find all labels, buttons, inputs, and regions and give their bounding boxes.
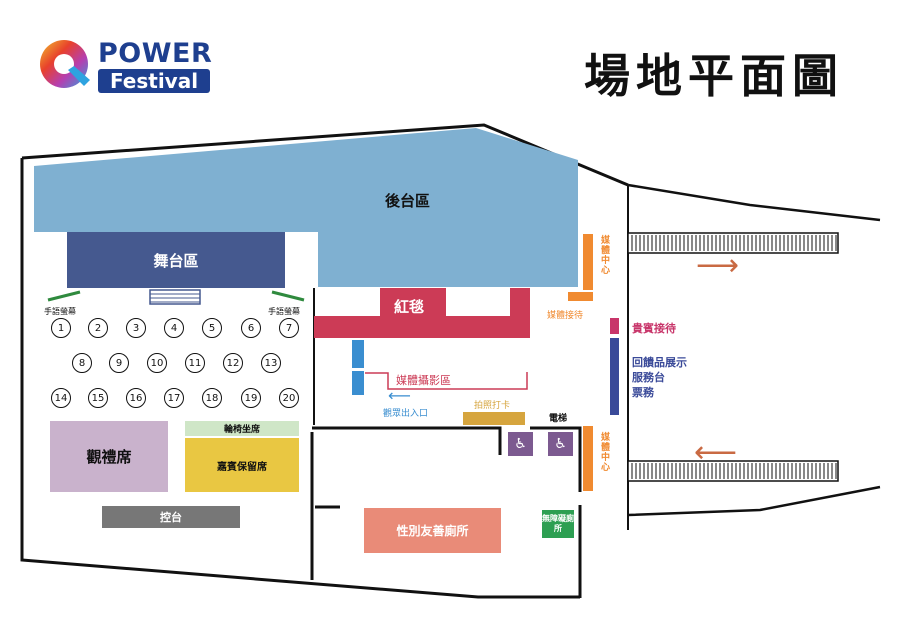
seat: 11 xyxy=(185,353,205,373)
seat: 10 xyxy=(147,353,167,373)
backstage-label: 後台區 xyxy=(385,192,431,210)
seat: 3 xyxy=(126,318,146,338)
seat: 17 xyxy=(164,388,184,408)
seat: 4 xyxy=(164,318,184,338)
control-booth: 控台 xyxy=(102,506,240,528)
media-reception-label: 媒體接待 xyxy=(547,311,584,321)
seat: 14 xyxy=(51,388,71,408)
sign-screen-left xyxy=(47,290,81,302)
seat: 5 xyxy=(202,318,222,338)
exit-arrow-icon: ⟵ xyxy=(694,435,738,470)
wheelchair-icon: ♿ xyxy=(548,432,573,456)
sign-language-right-label: 手語螢幕 xyxy=(268,307,300,316)
media-center-top-label: 媒體中心 xyxy=(599,235,609,275)
right-bottom-wall xyxy=(627,485,881,517)
seat: 20 xyxy=(279,388,299,408)
stage-steps xyxy=(149,289,201,305)
vip-reception-label: 貴賓接待 xyxy=(632,322,676,335)
media-photo-label: 媒體攝影區 xyxy=(394,372,453,388)
logo-line2: Festival xyxy=(98,69,210,93)
merch-line-1: 回饋品展示 xyxy=(632,356,687,369)
media-reception-bar xyxy=(568,292,593,301)
right-top-wall xyxy=(627,183,881,222)
photo-checkin-label: 拍照打卡 xyxy=(474,401,511,411)
seat: 13 xyxy=(261,353,281,373)
inner-wall-b xyxy=(312,426,502,455)
seat: 7 xyxy=(279,318,299,338)
viewing-seats-area: 觀禮席 xyxy=(50,421,168,492)
stairs-upper xyxy=(627,232,839,254)
merch-line-2: 服務台 xyxy=(632,371,665,384)
logo-q-icon xyxy=(38,38,94,94)
audience-exit-arrow-icon: ⟵ xyxy=(388,386,411,405)
gender-friendly-restroom: 性別友善廁所 xyxy=(364,508,501,553)
seat: 8 xyxy=(72,353,92,373)
inner-wall-d xyxy=(530,426,582,492)
sign-screen-right xyxy=(271,290,305,302)
seat: 19 xyxy=(241,388,261,408)
seat: 6 xyxy=(241,318,261,338)
photo-checkin-area xyxy=(463,412,525,425)
seat: 15 xyxy=(88,388,108,408)
red-carpet-label: 紅毯 xyxy=(394,298,425,316)
sign-language-left-label: 手語螢幕 xyxy=(44,307,76,316)
seat: 1 xyxy=(51,318,71,338)
stage-area: 舞台區 xyxy=(67,232,285,288)
accessible-restroom: 無障礙廁所 xyxy=(542,510,574,538)
merch-line-3: 票務 xyxy=(632,386,654,399)
media-center-bottom-bar xyxy=(583,426,593,491)
audience-exit-label: 觀眾出入口 xyxy=(383,409,429,419)
seat: 18 xyxy=(202,388,222,408)
vip-reception-bar xyxy=(610,318,619,334)
vip-seats-area: 嘉賓保留席 xyxy=(185,438,299,492)
media-center-bottom-label: 媒體中心 xyxy=(599,432,609,472)
elevator-label: 電梯 xyxy=(549,414,568,424)
wheelchair-icon: ♿ xyxy=(508,432,533,456)
seat: 2 xyxy=(88,318,108,338)
wheelchair-seats-area: 輪椅坐席 xyxy=(185,421,299,436)
merch-service-bar xyxy=(610,338,619,415)
entry-arrow-icon: ⟶ xyxy=(696,248,740,283)
venue-outline xyxy=(20,158,580,599)
merch-label: 回饋品展示 服務台 票務 xyxy=(632,355,687,400)
seat: 12 xyxy=(223,353,243,373)
media-center-top-bar xyxy=(583,234,593,290)
venue-top-wall xyxy=(21,123,629,187)
page-title: 場地平面圖 xyxy=(584,49,844,103)
logo-line1: POWER xyxy=(98,38,213,69)
seat: 9 xyxy=(109,353,129,373)
stairs-lower xyxy=(627,460,839,482)
seat: 16 xyxy=(126,388,146,408)
